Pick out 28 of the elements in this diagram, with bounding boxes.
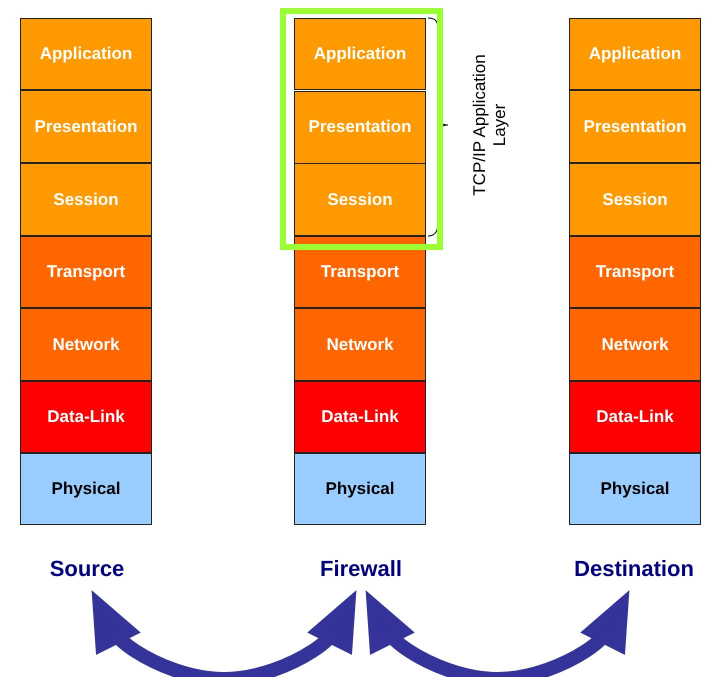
osi-layer: Session (294, 163, 426, 236)
osi-layer: Transport (294, 236, 426, 308)
endpoint-label: Source (27, 553, 147, 585)
osi-layer: Presentation (294, 90, 426, 164)
osi-layer: Data-Link (294, 381, 426, 453)
double-arrow (92, 590, 356, 677)
osi-layer: Data-Link (569, 381, 701, 453)
osi-layer: Application (569, 18, 701, 90)
double-arrow (366, 590, 630, 677)
osi-layer: Physical (20, 453, 152, 525)
osi-layer: Presentation (569, 90, 701, 163)
endpoint-label: Destination (556, 553, 712, 585)
osi-layer: Session (569, 163, 701, 236)
osi-layer: Physical (569, 453, 701, 525)
osi-layer: Transport (569, 236, 701, 308)
bracket-label: TCP/IP Application Layer (470, 53, 510, 198)
highlight-frame (280, 8, 443, 250)
osi-layer: Application (294, 18, 426, 90)
osi-layer: Data-Link (20, 381, 152, 453)
osi-layer: Presentation (20, 90, 152, 163)
osi-layer: Physical (294, 453, 426, 525)
endpoint-label: Firewall (300, 553, 422, 585)
osi-layer: Network (569, 308, 701, 381)
osi-layer: Network (294, 308, 426, 381)
osi-layer: Session (20, 163, 152, 236)
osi-layer: Transport (20, 236, 152, 308)
osi-layer: Application (20, 18, 152, 90)
osi-layer: Network (20, 308, 152, 381)
